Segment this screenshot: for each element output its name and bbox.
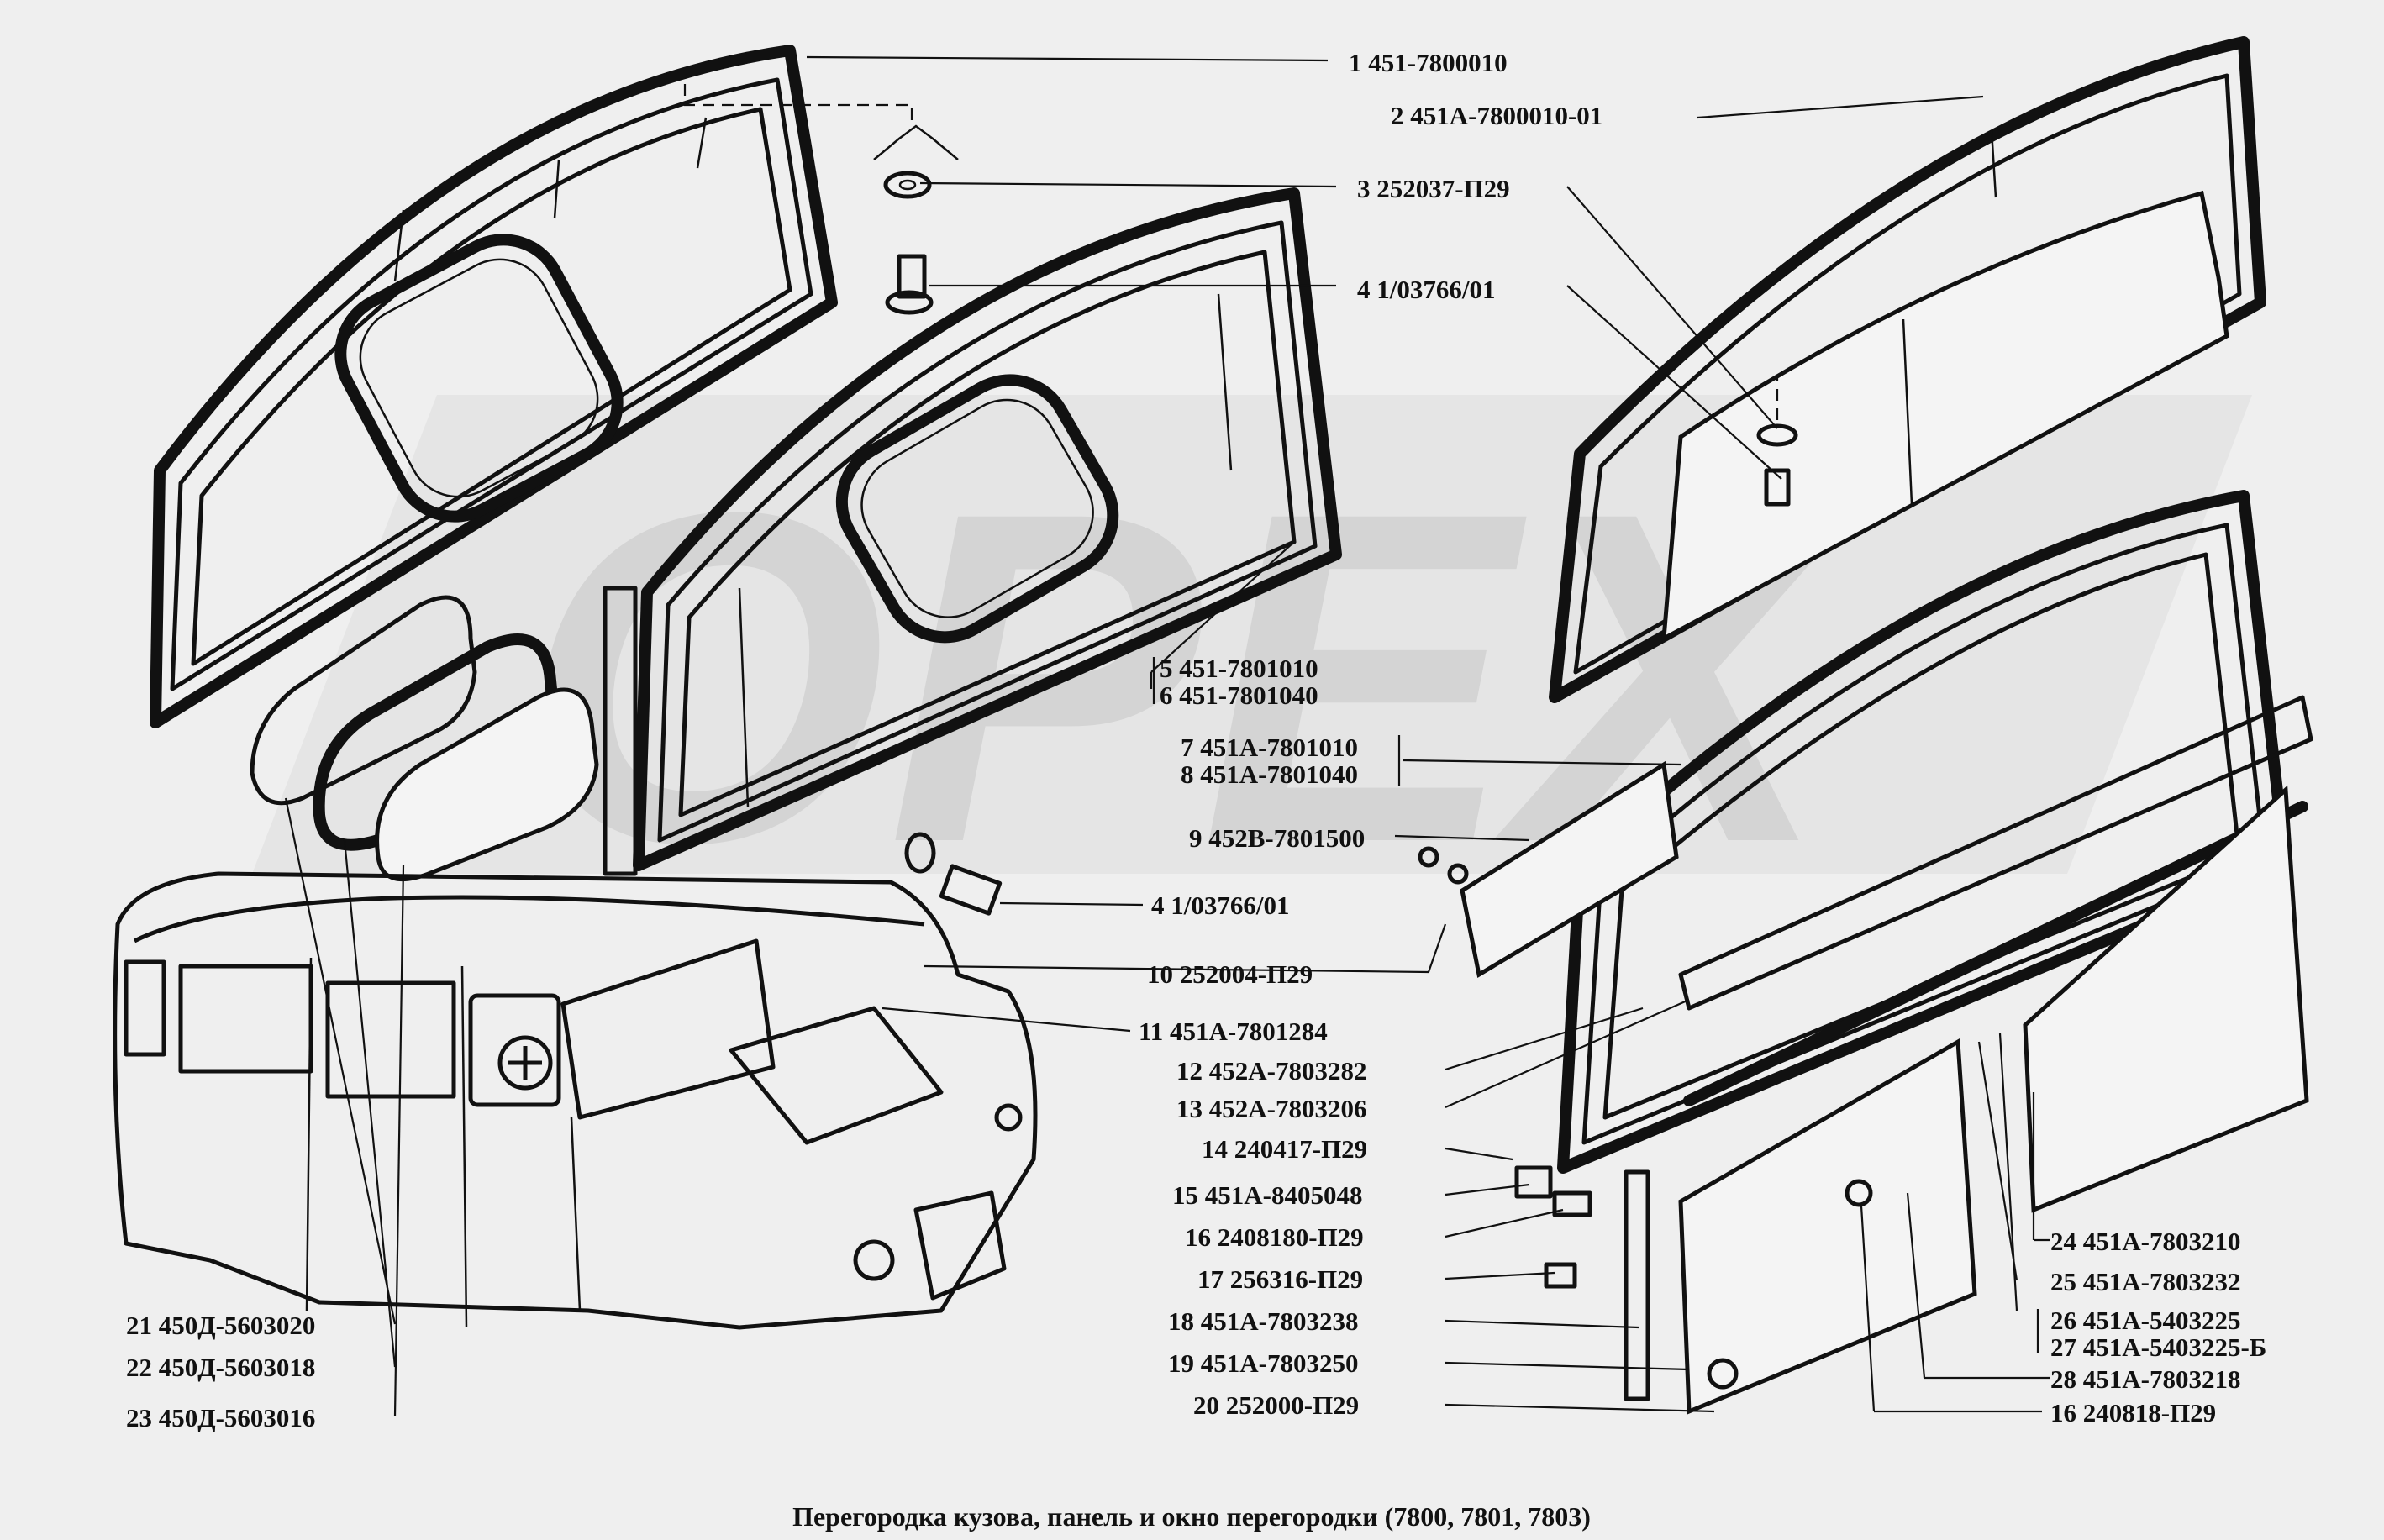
label-4-top: 4 1/03766/01 — [1357, 275, 1495, 304]
part-labels: 1 451-7800010 2 451А-7800010-01 3 252037… — [126, 48, 2266, 1432]
label-4-mid: 4 1/03766/01 — [1151, 891, 1289, 920]
label-27: 27 451А-5403225-Б — [2050, 1332, 2266, 1362]
fasteners-bottom-4-10 — [904, 832, 1469, 916]
label-16: 16 2408180-П29 — [1185, 1222, 1364, 1252]
label-14: 14 240417-П29 — [1202, 1134, 1367, 1164]
diagram-caption: Перегородка кузова, панель и окно перего… — [792, 1501, 1591, 1532]
washer-3 — [883, 171, 932, 199]
label-10: 10 252004-П29 — [1147, 959, 1313, 989]
label-5: 5 451-7801010 — [1160, 654, 1318, 683]
partition-frame-5 — [603, 187, 1342, 876]
seal-strip-19 — [1624, 1169, 1650, 1401]
label-20: 20 252000-П29 — [1193, 1390, 1359, 1420]
label-19: 19 451А-7803250 — [1168, 1348, 1358, 1378]
label-3: 3 252037-П29 — [1357, 174, 1510, 203]
label-21: 21 450Д-5603020 — [126, 1311, 315, 1340]
label-6: 6 451-7801040 — [1160, 681, 1318, 710]
label-11: 11 451А-7801284 — [1139, 1017, 1328, 1046]
label-26: 26 451А-5403225 — [2050, 1306, 2240, 1335]
label-16-bottom: 16 240818-П29 — [2050, 1398, 2216, 1427]
label-15: 15 451А-8405048 — [1172, 1180, 1362, 1210]
bolt-4-top — [885, 254, 934, 315]
fasteners-15-17 — [1514, 1165, 1873, 1390]
seal-strip-5 — [603, 586, 638, 876]
panel-24 — [2023, 785, 2309, 1213]
label-23: 23 450Д-5603016 — [126, 1403, 315, 1432]
label-25: 25 451А-7803232 — [2050, 1267, 2240, 1296]
label-17: 17 256316-П29 — [1197, 1264, 1363, 1294]
partition-frame-1 — [150, 45, 959, 728]
label-12: 12 452А-7803282 — [1176, 1056, 1366, 1085]
panel-18 — [1678, 1038, 1977, 1415]
label-8: 8 451А-7801040 — [1181, 759, 1358, 789]
vehicle-body — [113, 871, 1038, 1330]
label-28: 28 451А-7803218 — [2050, 1364, 2240, 1394]
leader-lines — [284, 55, 2050, 1417]
window-seal-22 — [313, 633, 560, 851]
label-2: 2 451А-7800010-01 — [1391, 101, 1602, 130]
label-13: 13 452А-7803206 — [1176, 1094, 1366, 1123]
rail-13 — [1678, 695, 2313, 1011]
label-24: 24 451А-7803210 — [2050, 1227, 2240, 1256]
label-18: 18 451А-7803238 — [1168, 1306, 1358, 1336]
label-22: 22 450Д-5603018 — [126, 1353, 315, 1382]
bracket-9 — [1460, 760, 1679, 978]
label-1: 1 451-7800010 — [1349, 48, 1508, 77]
label-9: 9 452В-7801500 — [1189, 823, 1365, 853]
label-7: 7 451А-7801010 — [1181, 733, 1358, 762]
